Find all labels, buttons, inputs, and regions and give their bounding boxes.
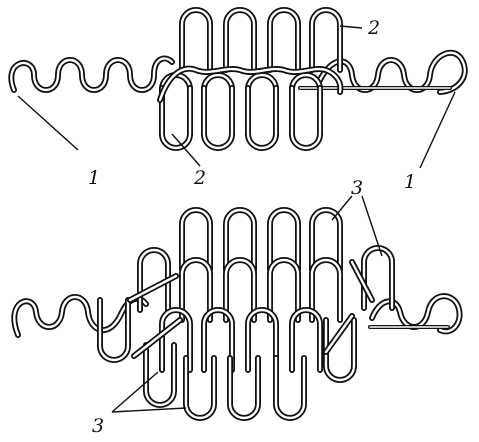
label-1-top-right: 1 bbox=[404, 171, 416, 193]
top-panel: 1 2 2 1 bbox=[11, 10, 464, 193]
top-upper-loop-row bbox=[182, 10, 340, 70]
label-2-top-mid: 2 bbox=[193, 167, 206, 189]
label-1-top-left: 1 bbox=[88, 167, 100, 189]
top-leader-lines bbox=[18, 26, 455, 168]
top-middle-loop-row bbox=[162, 75, 320, 135]
bottom-panel: 3 3 bbox=[14, 177, 459, 437]
top-lower-loop-row bbox=[162, 88, 320, 148]
label-2-top-upper: 2 bbox=[367, 17, 380, 39]
label-3-bottom-upper: 3 bbox=[351, 177, 363, 199]
label-3-bottom-lower: 3 bbox=[92, 415, 104, 437]
top-left-yarn-wave bbox=[11, 58, 172, 90]
